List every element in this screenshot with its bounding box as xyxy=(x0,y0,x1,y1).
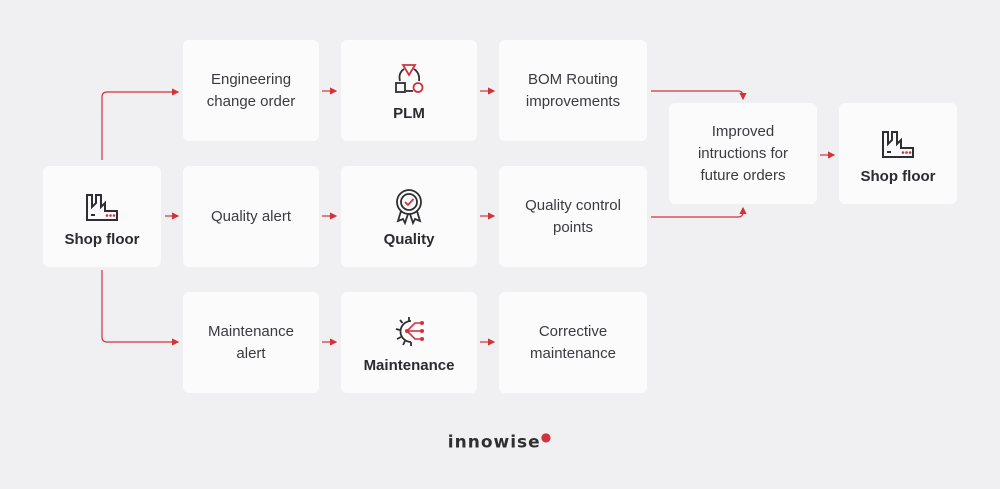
qcp-text: Quality control points xyxy=(525,196,621,236)
factory-icon xyxy=(86,194,118,221)
brand-dot-icon: ● xyxy=(540,430,553,444)
quality-badge-icon xyxy=(396,189,422,225)
brand-logo: innowise● xyxy=(0,430,1000,453)
corrective-card: Corrective maintenance xyxy=(499,292,647,393)
source-card: Shop floor xyxy=(43,166,161,267)
merge-text: Improved intructions for future orders xyxy=(697,122,789,184)
connector-qcp-to-merge xyxy=(651,206,747,218)
connector-source-to-maintenance-alert xyxy=(101,270,180,346)
maintenance-card: Maintenance xyxy=(341,292,477,393)
quality-alert-text: Quality alert xyxy=(210,207,292,225)
connector-source-to-eco xyxy=(101,88,180,160)
bom-card: BOM Routing improvements xyxy=(499,40,647,141)
connector-bom-to-merge xyxy=(651,90,747,101)
bom-text: BOM Routing improvements xyxy=(525,70,621,110)
eco-card: Engineering change order xyxy=(183,40,319,141)
maintenance-label: Maintenance xyxy=(363,357,455,374)
source-label: Shop floor xyxy=(64,231,140,248)
corrective-text: Corrective maintenance xyxy=(530,322,616,362)
quality-alert-card: Quality alert xyxy=(183,166,319,267)
factory-icon xyxy=(882,131,914,158)
maintenance-alert-text: Maintenance alert xyxy=(208,322,294,362)
brand-name: innowise xyxy=(447,432,541,453)
quality-label: Quality xyxy=(383,231,435,248)
destination-card: Shop floor xyxy=(839,103,957,204)
quality-card: Quality xyxy=(341,166,477,267)
plm-card: PLM xyxy=(341,40,477,141)
maintenance-alert-card: Maintenance alert xyxy=(183,292,319,393)
qcp-card: Quality control points xyxy=(499,166,647,267)
destination-label: Shop floor xyxy=(860,168,936,185)
plm-label: PLM xyxy=(393,105,425,122)
maintenance-gear-icon xyxy=(395,317,424,346)
merge-card: Improved intructions for future orders xyxy=(669,103,817,204)
eco-text: Engineering change order xyxy=(206,70,296,110)
plm-shapes-icon xyxy=(395,64,424,93)
